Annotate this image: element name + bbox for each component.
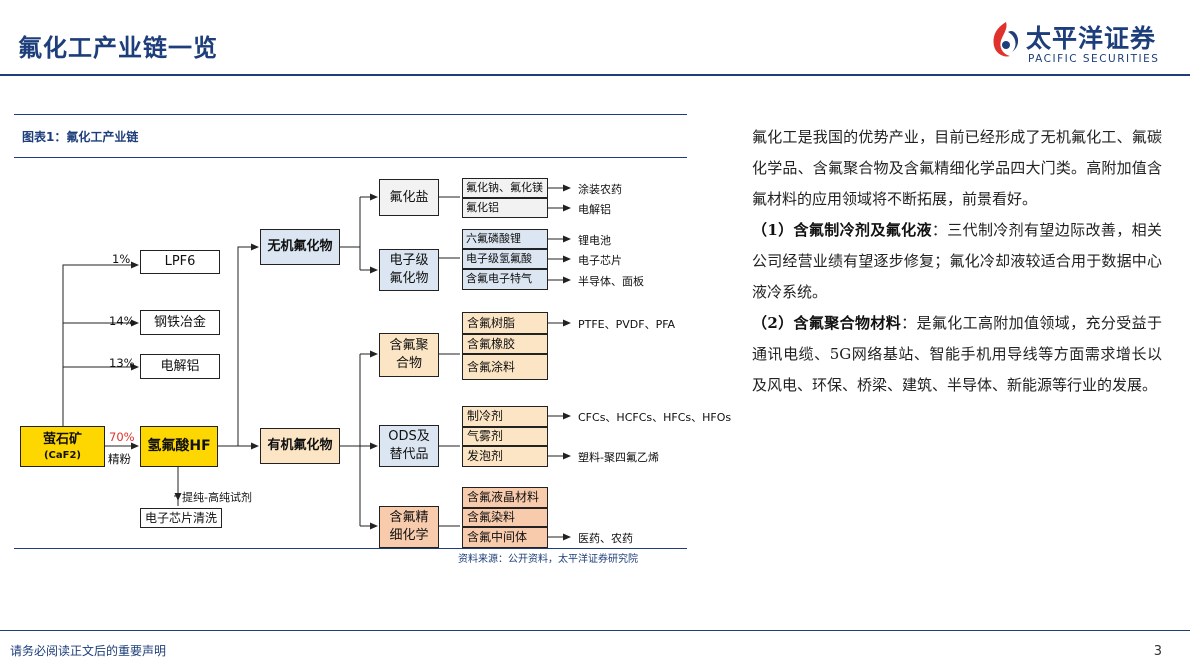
label-pct-14: 14% bbox=[109, 314, 135, 328]
body-paragraph-2-text: ：三代制冷剂有望边际改善，相关公司经营业绩有望逐步修复；氟化冷却液较适合用于数据… bbox=[752, 221, 1162, 301]
label-purify: 提纯-高纯试剂 bbox=[182, 491, 252, 504]
label-pct-1: 1% bbox=[112, 252, 131, 266]
product-ods-1: 制冷剂 bbox=[462, 406, 548, 427]
node-steel: 钢铁冶金 bbox=[140, 310, 220, 335]
logo-name: 太平洋证券 bbox=[1026, 24, 1157, 53]
body-text: 氟化工是我国的优势产业，目前已经形成了无机氟化工、氟碳化学品、含氟聚合物及含氟精… bbox=[752, 122, 1162, 401]
label-pct-13: 13% bbox=[109, 356, 135, 370]
node-fine-chem: 含氟精 细化学 bbox=[379, 506, 439, 548]
page-title: 氟化工产业链一览 bbox=[18, 34, 218, 62]
node-aluminum: 电解铝 bbox=[140, 354, 220, 379]
body-paragraph-1: 氟化工是我国的优势产业，目前已经形成了无机氟化工、氟碳化学品、含氟聚合物及含氟精… bbox=[752, 128, 1162, 208]
node-fluoropolymer: 含氟聚 合物 bbox=[379, 333, 439, 377]
body-paragraph-3-heading: （2）含氟聚合物材料 bbox=[752, 314, 902, 332]
figure-caption-rule bbox=[14, 157, 687, 158]
node-electronic-fluoride: 电子级 氟化物 bbox=[379, 249, 439, 291]
application-ods-1: CFCs、HCFCs、HFCs、HFOs bbox=[578, 411, 732, 424]
node-chip-clean: 电子芯片清洗 bbox=[140, 508, 222, 528]
product-ods-3: 发泡剂 bbox=[462, 446, 548, 467]
application-poly-1: PTFE、PVDF、PFA bbox=[578, 318, 676, 331]
product-poly-2: 含氟橡胶 bbox=[462, 334, 548, 354]
product-fine-2: 含氟染料 bbox=[462, 508, 548, 527]
footer-disclaimer: 请务必阅读正文后的重要声明 bbox=[10, 644, 167, 658]
body-paragraph-3-text: ：是氟化工高附加值领域，充分受益于通讯电缆、5G网络基站、智能手机用导线等方面需… bbox=[752, 314, 1162, 394]
application-elec-3: 半导体、面板 bbox=[578, 275, 644, 288]
product-elec-1: 六氟磷酸锂 bbox=[462, 229, 548, 249]
logo-subtitle: PACIFIC SECURITIES bbox=[1028, 53, 1160, 65]
product-fine-1: 含氟液晶材料 bbox=[462, 487, 548, 508]
node-fluoride-salt: 氟化盐 bbox=[379, 179, 439, 216]
application-salt-2: 电解铝 bbox=[578, 203, 611, 216]
label-fine-powder: 精粉 bbox=[108, 452, 131, 466]
node-hf: 氢氟酸HF bbox=[140, 426, 218, 467]
node-lpf6: LPF6 bbox=[140, 250, 220, 274]
brand-logo: 太平洋证券 PACIFIC SECURITIES bbox=[986, 18, 1176, 68]
node-organic: 有机氟化物 bbox=[260, 428, 340, 464]
figure-source: 资料来源：公开资料，太平洋证券研究院 bbox=[458, 554, 638, 565]
application-salt-1: 涂装农药 bbox=[578, 183, 622, 196]
product-poly-1: 含氟树脂 bbox=[462, 312, 548, 334]
product-fine-3: 含氟中间体 bbox=[462, 527, 548, 548]
application-elec-1: 锂电池 bbox=[578, 234, 611, 247]
product-salt-2: 氟化铝 bbox=[462, 198, 548, 218]
figure-caption: 图表1：氟化工产业链 bbox=[22, 130, 139, 144]
node-fluorite-formula: (CaF2) bbox=[43, 449, 82, 461]
product-elec-2: 电子级氢氟酸 bbox=[462, 249, 548, 269]
product-elec-3: 含氟电子特气 bbox=[462, 269, 548, 290]
header-divider bbox=[0, 74, 1190, 76]
node-fluorite: 萤石矿 (CaF2) bbox=[20, 426, 105, 467]
page-number: 3 bbox=[1153, 644, 1162, 659]
logo-mark-icon bbox=[993, 22, 1019, 57]
body-paragraph-2: （1）含氟制冷剂及氟化液：三代制冷剂有望边际改善，相关公司经营业绩有望逐步修复；… bbox=[752, 215, 1162, 308]
figure-bottom-rule bbox=[14, 548, 687, 549]
application-fine-3: 医药、农药 bbox=[578, 532, 633, 545]
node-fluorite-label: 萤石矿 bbox=[42, 431, 82, 447]
footer-divider bbox=[0, 630, 1190, 631]
product-poly-3: 含氟涂料 bbox=[462, 354, 548, 380]
application-elec-2: 电子芯片 bbox=[578, 254, 622, 267]
figure-top-rule bbox=[14, 114, 687, 115]
body-paragraph-3: （2）含氟聚合物材料：是氟化工高附加值领域，充分受益于通讯电缆、5G网络基站、智… bbox=[752, 308, 1162, 401]
label-pct-70: 70% bbox=[109, 430, 135, 444]
product-salt-1: 氟化钠、氟化镁 bbox=[462, 178, 548, 198]
node-ods: ODS及 替代品 bbox=[379, 425, 439, 467]
node-inorganic: 无机氟化物 bbox=[260, 229, 340, 265]
product-ods-2: 气雾剂 bbox=[462, 427, 548, 446]
application-ods-3: 塑料-聚四氟乙烯 bbox=[578, 451, 659, 464]
body-paragraph-2-heading: （1）含氟制冷剂及氟化液 bbox=[752, 221, 932, 239]
